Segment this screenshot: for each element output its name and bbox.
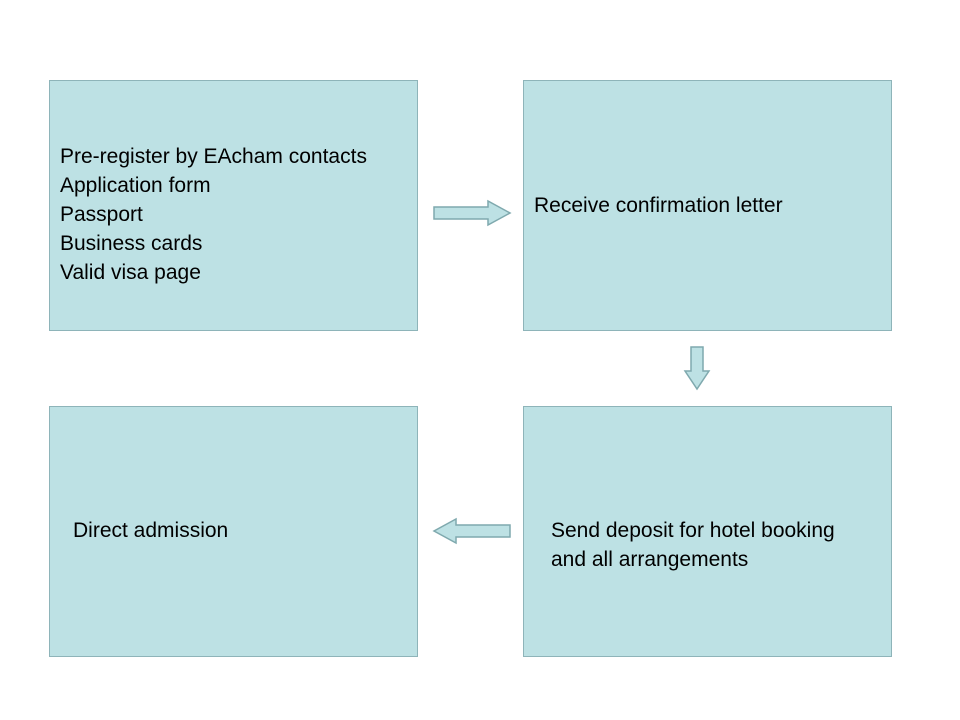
step4-box: Direct admission bbox=[49, 406, 418, 657]
step3-line-2: and all arrangements bbox=[551, 548, 749, 571]
step2-box: Receive confirmation letter bbox=[523, 80, 892, 331]
step2-text: Receive confirmation letter bbox=[534, 191, 783, 220]
step1-text: Pre-register by EAcham contacts Applicat… bbox=[60, 142, 367, 287]
step4-line-1: Direct admission bbox=[73, 519, 229, 542]
step4-text: Direct admission bbox=[73, 516, 228, 545]
arrow-down-icon bbox=[683, 346, 711, 391]
arrow-right-icon bbox=[433, 199, 512, 227]
step2-line-1: Receive confirmation letter bbox=[534, 194, 783, 217]
step1-line-2: Application form bbox=[60, 174, 211, 197]
step1-line-3: Passport bbox=[60, 203, 143, 226]
arrow-left-icon bbox=[432, 517, 511, 545]
step3-box: Send deposit for hotel booking and all a… bbox=[523, 406, 892, 657]
step3-text: Send deposit for hotel booking and all a… bbox=[551, 516, 835, 574]
step1-line-5: Valid visa page bbox=[60, 261, 201, 284]
step1-line-1: Pre-register by EAcham contacts bbox=[60, 145, 367, 168]
step3-line-1: Send deposit for hotel booking bbox=[551, 519, 835, 542]
step1-line-4: Business cards bbox=[60, 232, 203, 255]
step1-box: Pre-register by EAcham contacts Applicat… bbox=[49, 80, 418, 331]
